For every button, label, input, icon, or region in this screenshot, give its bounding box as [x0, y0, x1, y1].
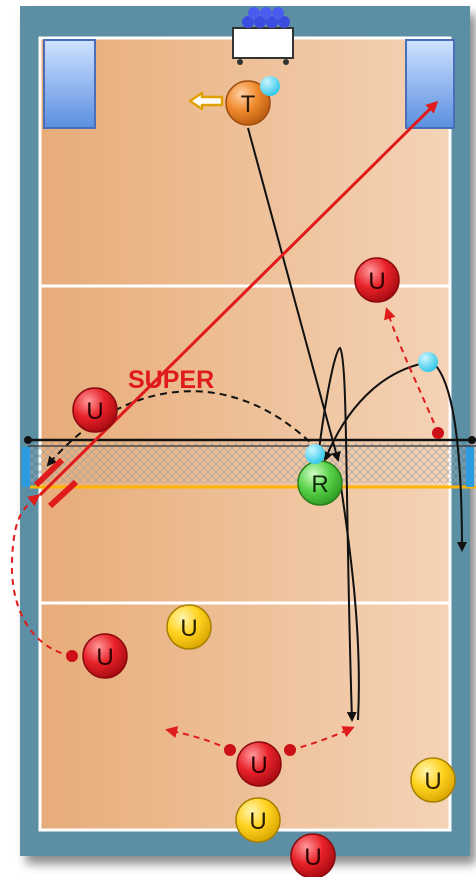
- player-U-red-3: U: [82, 633, 128, 679]
- player-U-red-1: U: [354, 257, 400, 303]
- svg-text:U: U: [424, 768, 441, 795]
- svg-text:U: U: [96, 644, 113, 671]
- path-loop: [317, 346, 357, 722]
- svg-text:U: U: [368, 268, 385, 295]
- annotation-label: SUPER: [128, 366, 214, 394]
- path-red-dashed-right: [384, 307, 439, 434]
- player-U-yellow-1: U: [166, 604, 212, 650]
- left-arrow-icon: [188, 91, 224, 111]
- ball-cart-icon: [232, 7, 294, 65]
- path-red-dashed-left: [10, 494, 73, 657]
- svg-text:T: T: [241, 91, 256, 118]
- path-pass: [323, 361, 431, 462]
- player-T: T: [225, 80, 271, 126]
- path-red-dashed-bl: [165, 726, 231, 751]
- court: [20, 6, 470, 856]
- red-block-mark-1: [33, 457, 65, 488]
- svg-text:U: U: [180, 615, 197, 642]
- ball-icon: [260, 76, 438, 464]
- player-U-yellow-3: U: [235, 797, 281, 843]
- red-block-mark-2: [47, 479, 79, 509]
- player-R: R: [297, 460, 343, 506]
- svg-text:U: U: [249, 808, 266, 835]
- player-U-red-2: U: [72, 387, 118, 433]
- player-U-red-5: U: [290, 833, 336, 877]
- net: [22, 436, 476, 489]
- path-drop: [339, 479, 360, 721]
- player-U-yellow-2: U: [410, 757, 456, 803]
- path-set: [431, 361, 467, 552]
- svg-text:R: R: [311, 471, 328, 498]
- svg-text:U: U: [304, 844, 321, 871]
- player-U-red-4: U: [236, 741, 282, 787]
- target-zone-icon: [43, 39, 455, 129]
- path-dashed-black: [46, 390, 319, 467]
- svg-text:U: U: [86, 398, 103, 425]
- trajectories: [10, 100, 467, 756]
- svg-text:U: U: [250, 752, 267, 779]
- path-serve: [247, 127, 341, 462]
